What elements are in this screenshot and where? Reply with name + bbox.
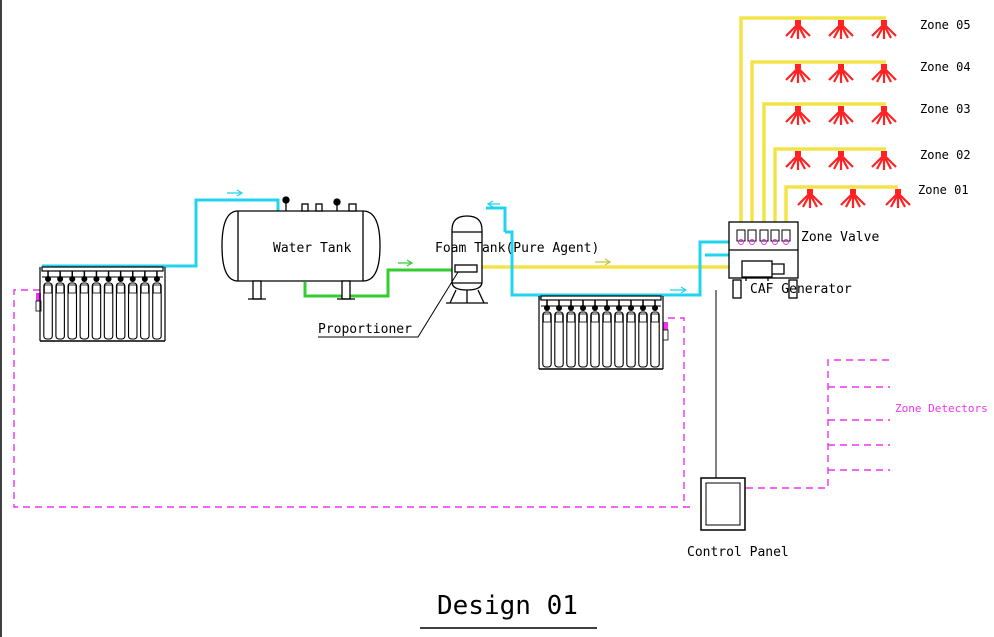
sprinkler-nozzle [871,64,897,83]
zone-valve [747,229,757,245]
agent-cylinder [614,300,624,368]
zone-label-02: Zone 02 [920,148,971,162]
sprinkler-nozzle [828,106,854,125]
water-lines [42,198,735,300]
agent-cylinder [115,271,126,340]
sprinkler-nozzle [785,20,811,39]
nozzle-array [35,20,911,341]
control-panel-label: Control Panel [687,545,789,560]
zone-detectors-label: Zone Detectors [895,402,988,415]
zone-valve [736,229,746,245]
agent-cylinder [91,271,102,340]
agent-cylinder [590,300,600,368]
proportioner-arrow [398,259,414,267]
proportioner-line [303,268,452,298]
zone-label-03: Zone 03 [920,102,971,116]
cylinder-bank-left [39,266,166,342]
agent-cylinder [152,271,162,340]
proportioner-label: Proportioner [318,322,412,337]
water-tank [221,196,381,300]
agent-cylinder [127,271,138,340]
control-panel [700,290,746,531]
sprinkler-nozzle [871,20,897,39]
agent-cylinder [566,300,576,368]
agent-cylinder [626,300,636,368]
agent-cylinder [578,300,588,368]
agent-cylinder [650,300,660,368]
foam-tank [446,215,488,304]
agent-cylinder [103,271,114,340]
sprinkler-nozzle [828,20,854,39]
sprinkler-nozzle [797,189,823,208]
cylinder-bank-right [538,295,664,370]
agent-cylinder [638,300,648,368]
sprinkler-nozzle [828,64,854,83]
sprinkler-nozzle [828,151,854,170]
sprinkler-nozzle [840,189,866,208]
sprinkler-nozzle [785,106,811,125]
proportioner-leader [318,271,459,338]
zone-valve-bank [736,229,791,245]
foam-tank-label: Foam Tank(Pure Agent) [435,241,599,256]
signal-lines [13,289,890,508]
sprinkler-nozzle [871,151,897,170]
water-flow-arrows [227,189,688,294]
pressure-switch [662,322,669,341]
zone-valve [781,229,791,245]
zone-valve [759,229,769,245]
agent-cylinder [140,271,150,340]
agent-cylinder [43,271,53,340]
agent-cylinder [55,271,65,340]
agent-cylinder [542,300,552,368]
zone-label-05: Zone 05 [920,18,971,32]
agent-cylinder [554,300,564,368]
agent-cylinder [67,271,78,340]
sprinkler-nozzle [885,189,911,208]
zone-valve [770,229,780,245]
agent-cylinder [602,300,612,368]
agent-cylinder [79,271,90,340]
zone-label-01: Zone 01 [918,183,969,197]
foam-arrows [595,258,612,266]
zone-label-04: Zone 04 [920,60,971,74]
sprinkler-nozzle [785,64,811,83]
sprinkler-nozzle [785,151,811,170]
design-title: Design 01 [437,591,578,621]
caf-generator-label: CAF Generator [750,282,852,297]
zone-valve-label: Zone Valve [801,230,879,245]
sprinkler-nozzle [871,106,897,125]
pressure-switch [35,293,42,312]
water-tank-label: Water Tank [273,241,351,256]
